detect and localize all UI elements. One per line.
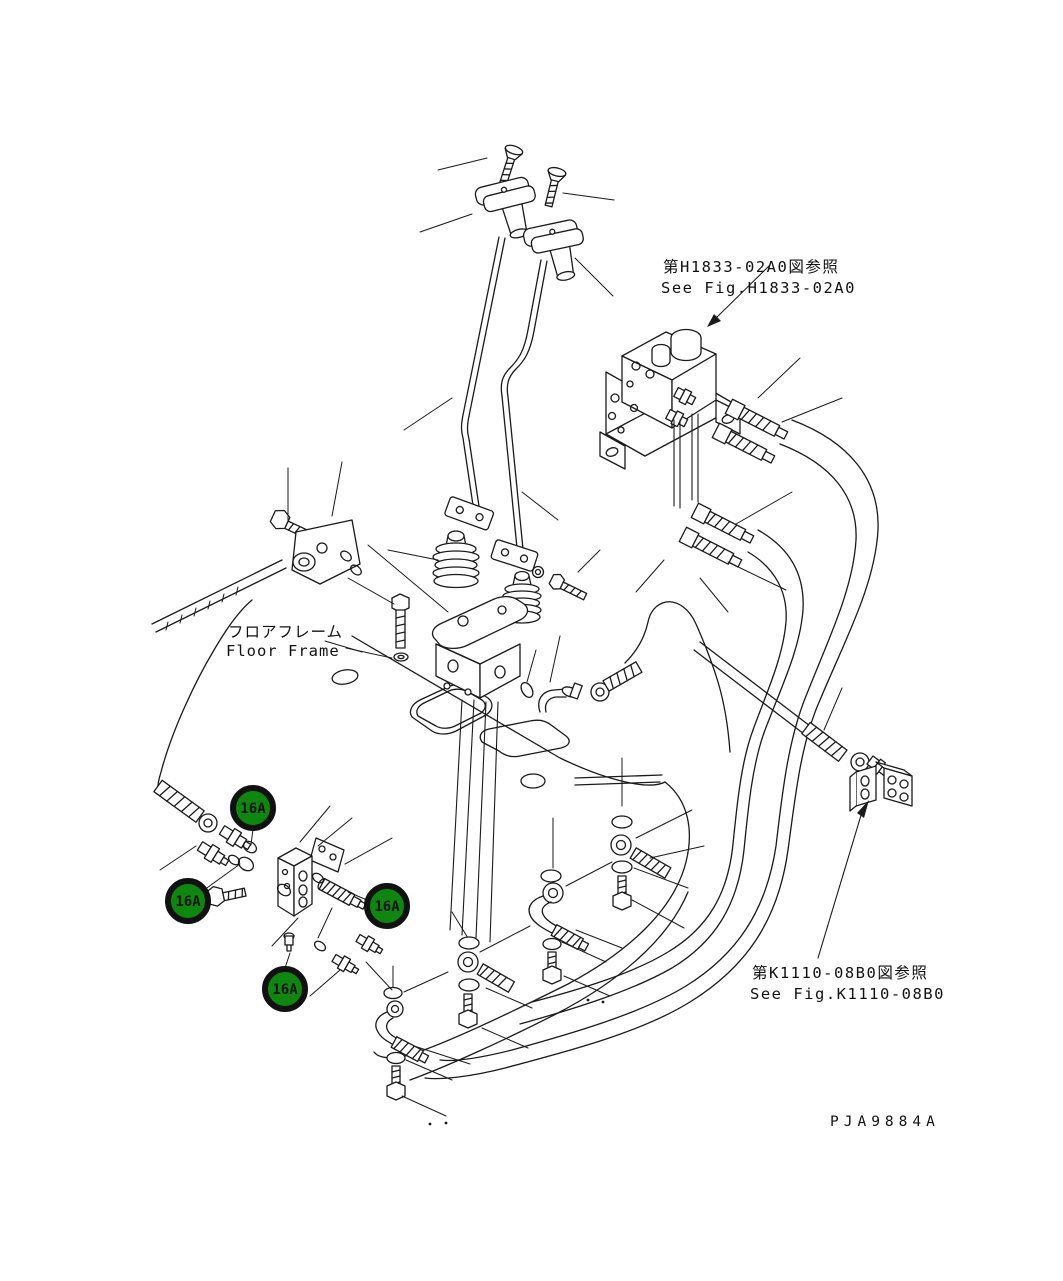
lever-knob [474, 176, 536, 239]
hydraulic-hoses [424, 419, 879, 1080]
callout-label: 16A [240, 801, 266, 817]
lever-rod [490, 259, 548, 572]
control-levers [444, 144, 584, 572]
callout-16a-1[interactable]: 16A [230, 785, 276, 831]
bolt [458, 993, 478, 1029]
callout-circle[interactable] [230, 785, 276, 831]
center-marks [428, 998, 605, 1126]
callout-circle[interactable] [262, 966, 308, 1012]
bolt [542, 951, 562, 985]
nipple-fitting [331, 953, 360, 975]
bolt [205, 885, 247, 907]
nipple-fitting [355, 933, 384, 955]
floor-frame-label-jp: フロアフレーム [228, 623, 343, 641]
hose-fitting [590, 661, 643, 702]
banjo-fitting-group [528, 817, 590, 985]
elbow-fitting [538, 682, 583, 713]
lever-rod [444, 236, 506, 531]
bolt [386, 1065, 406, 1101]
drawing-number: PJA9884A [830, 1114, 940, 1130]
bolt [612, 875, 632, 911]
callout-circle[interactable] [165, 878, 211, 924]
valve-cap [651, 328, 702, 368]
elbow-fitting-group [375, 965, 430, 1101]
ref-fig-bottom-en: See Fig.K1110-08B0 [750, 985, 945, 1003]
ref-fig-top-en: See Fig.H1833-02A0 [661, 279, 856, 297]
callout-16a-2[interactable]: 16A [165, 878, 211, 924]
floor-frame-label-en: Floor Frame [226, 642, 340, 660]
nipple-fitting [218, 825, 252, 851]
screw [544, 166, 567, 208]
bolt [391, 593, 410, 662]
callout-16a-3[interactable]: 16A [364, 883, 410, 929]
ref-fig-top-jp: 第H1833-02A0図参照 [663, 258, 839, 276]
hose-fitting [690, 502, 755, 544]
hose-fitting [711, 422, 776, 464]
nipple-fitting [196, 841, 230, 867]
solenoid-valve-assembly [599, 328, 789, 568]
banjo-fitting-group [610, 757, 672, 911]
ref-fig-bottom-jp: 第K1110-08B0図参照 [752, 964, 928, 982]
callout-circle[interactable] [364, 883, 410, 929]
lever-bracket [151, 509, 362, 633]
lever-knob [522, 219, 584, 281]
hose-fitting [678, 526, 743, 568]
shuttle-valve-group [153, 779, 384, 975]
screw [548, 573, 588, 601]
valve-spool [317, 877, 367, 910]
callout-label: 16A [272, 982, 298, 998]
rubber-boot [432, 530, 480, 589]
connector-block [801, 721, 913, 959]
ppc-valve [391, 530, 643, 713]
callout-label: 16A [374, 899, 400, 915]
banjo-fitting-group [451, 911, 516, 1029]
leader-lines [159, 157, 843, 1117]
callout-16a-4[interactable]: 16A [262, 966, 308, 1012]
hose-fitting [724, 398, 789, 440]
callout-label: 16A [175, 894, 201, 910]
